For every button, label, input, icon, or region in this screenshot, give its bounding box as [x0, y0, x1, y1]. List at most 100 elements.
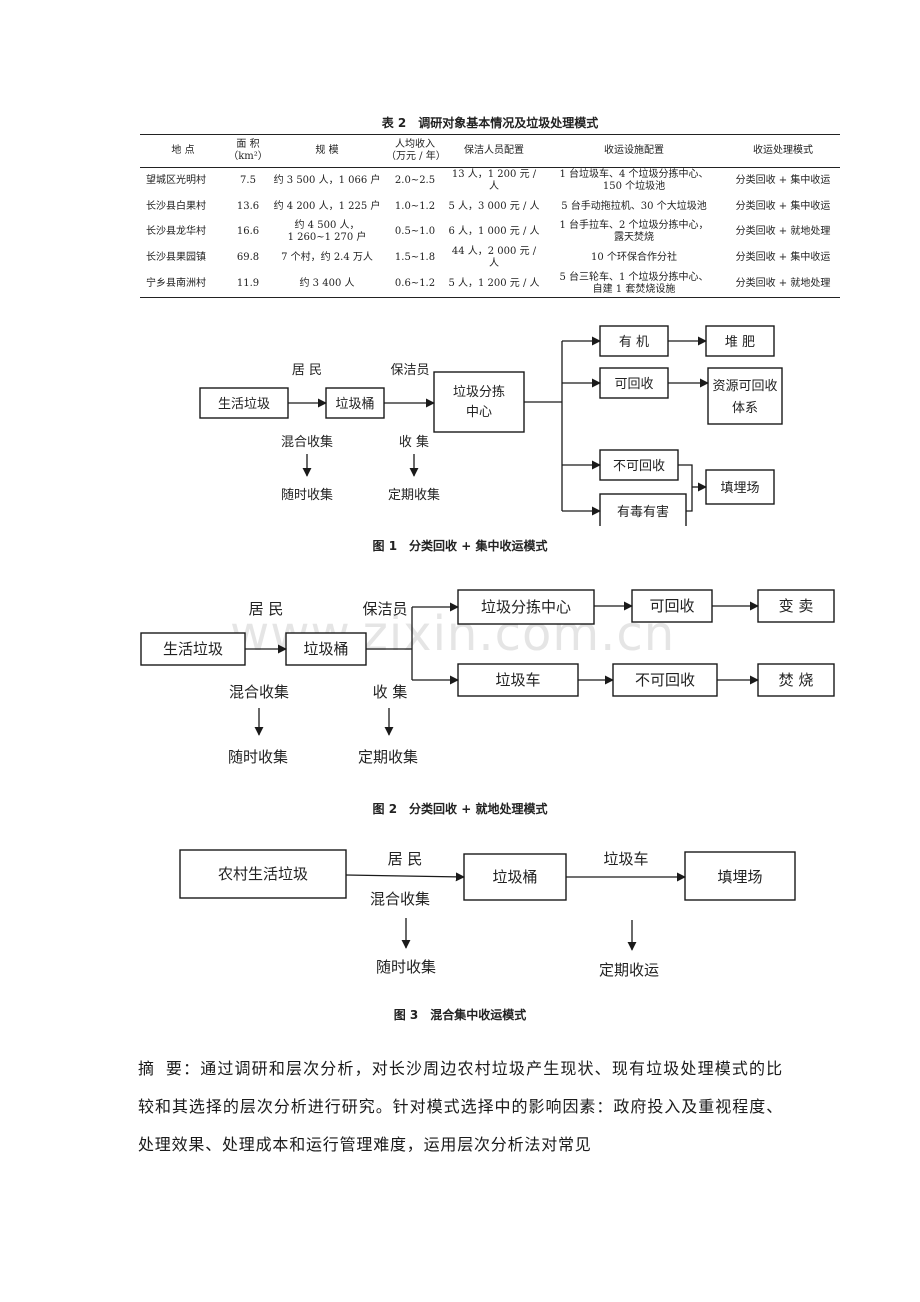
cell-area: 16.6	[236, 226, 260, 237]
cell-staff: 5 人，3 000 元 / 人	[448, 200, 540, 212]
col-header-income: 人均收入（万元 / 年）	[384, 134, 446, 168]
cell-facility: 5 台手动拖拉机、30 个大垃圾池	[561, 200, 707, 212]
col-header-location: 地 点	[140, 134, 226, 168]
fig1-collection-label: 收 集	[399, 434, 429, 450]
fig2-sorting-center-box	[457, 589, 595, 625]
fig1-recycle-system-label-1: 资源可回收	[712, 379, 777, 394]
fig2-mixed-collection-label: 混合收集	[229, 683, 289, 701]
fig2-non-recyclable-label: 不可回收	[635, 671, 695, 689]
cell-scale: 约 4 500 人，1 260~1 270 户	[287, 220, 367, 243]
fig1-non-recyclable-label: 不可回收	[613, 459, 665, 474]
fig2-sorting-center-label: 垃圾分拣中心	[481, 598, 571, 616]
fig2-sell-label: 变 卖	[779, 597, 814, 615]
fig1-recycle-system-label-2: 体系	[732, 401, 758, 416]
cell-staff: 44 人，2 000 元 / 人	[451, 246, 537, 269]
abstract-paragraph: 摘 要：通过调研和层次分析，对长沙周边农村垃圾产生现状、现有垃圾处理模式的比较和…	[138, 1059, 783, 1154]
cell-facility: 10 个环保合作分社	[591, 252, 677, 263]
fig1-non-recyclable-box	[599, 449, 679, 481]
fig1-residents-label: 居 民	[292, 363, 322, 378]
fig1-anytime-collection-label: 随时收集	[281, 487, 333, 503]
fig2-truck-label: 垃圾车	[495, 671, 540, 689]
table-row: 宁乡县南洲村 11.9 约 3 400 人 0.6~1.2 5 人，1 200 元 / …	[140, 271, 840, 298]
fig1-sorting-center-box	[433, 371, 525, 433]
fig1-household-waste-label: 生活垃圾	[218, 397, 270, 412]
cell-scale: 约 3 400 人	[299, 278, 355, 289]
fig3-residents-label: 居 民	[388, 850, 423, 868]
cell-location: 长沙县果园镇	[146, 252, 206, 263]
fig3-mixed-collection-label: 混合收集	[370, 890, 430, 908]
fig1-organic-box	[599, 325, 669, 357]
fig1-bin-label: 垃圾桶	[335, 397, 374, 412]
survey-table: 地 点 面 积（km²） 规 模 人均收入（万元 / 年） 保洁人员配置 收运设…	[140, 134, 840, 298]
fig2-recyclable-box	[631, 589, 713, 623]
fig1-mixed-collection-label: 混合收集	[281, 434, 333, 450]
figure-3-caption: 图 3 混合集中收运模式	[393, 1008, 527, 1022]
fig1-hazardous-label: 有毒有害	[617, 504, 669, 520]
fig2-scheduled-collection-label: 定期收集	[358, 748, 418, 766]
fig3-landfill-box	[684, 851, 796, 901]
fig3-scheduled-transport-label: 定期收运	[599, 961, 659, 979]
fig1-recyclable-label: 可回收	[614, 377, 653, 392]
fig2-non-recyclable-box	[612, 663, 718, 697]
figure-2-caption: 图 2 分类回收 + 就地处理模式	[372, 802, 548, 816]
fig3-truck-label: 垃圾车	[603, 850, 648, 868]
cell-staff: 5 人，1 200 元 / 人	[448, 278, 540, 289]
cell-area: 13.6	[236, 200, 260, 212]
col-header-facility: 收运设施配置	[542, 134, 726, 168]
cell-facility: 1 台手拉车、2 个垃圾分拣中心，露天焚烧	[559, 220, 709, 243]
cell-facility: 5 台三轮车、1 个垃圾分拣中心、自建 1 套焚烧设施	[559, 272, 709, 295]
cell-income: 0.5~1.0	[394, 226, 436, 237]
cell-income: 2.0~2.5	[394, 175, 436, 186]
fig1-organic-label: 有 机	[619, 335, 649, 350]
cell-scale: 7 个村，约 2.4 万人	[281, 252, 373, 263]
fig1-landfill-label: 填埋场	[720, 481, 759, 496]
cell-location: 宁乡县南洲村	[146, 278, 206, 289]
fig3-rural-waste-label: 农村生活垃圾	[218, 865, 308, 883]
fig1-compost-box	[705, 325, 775, 357]
fig1-join-line	[678, 464, 693, 512]
fig1-recycle-system-box	[707, 367, 783, 425]
fig1-sorting-center-label-2: 中心	[466, 405, 492, 420]
table-header-row: 地 点 面 积（km²） 规 模 人均收入（万元 / 年） 保洁人员配置 收运设…	[140, 134, 840, 168]
fig1-household-waste-box	[199, 387, 289, 419]
table-row: 长沙县龙华村 16.6 约 4 500 人，1 260~1 270 户 0.5~1.0…	[140, 219, 840, 245]
fig3-bin-box	[463, 853, 567, 901]
table-caption: 表 2 调研对象基本情况及垃圾处理模式	[381, 116, 599, 130]
cell-mode: 分类回收 + 集中收运	[735, 175, 831, 186]
fig2-anytime-collection-label: 随时收集	[228, 748, 288, 766]
figure-1-diagram: 生活垃圾 垃圾桶 垃圾分拣 中心 有 机 堆 肥 可回收 资源可回收 体系 不可…	[199, 325, 783, 526]
cell-staff: 13 人，1 200 元 / 人	[451, 169, 537, 192]
cell-location: 长沙县龙华村	[146, 226, 206, 237]
cell-location: 望城区光明村	[146, 175, 206, 186]
col-header-area: 面 积（km²）	[226, 134, 270, 168]
figure-1-caption: 图 1 分类回收 + 集中收运模式	[372, 539, 548, 553]
cell-income: 1.0~1.2	[394, 200, 436, 212]
fig2-household-waste-box	[140, 632, 246, 666]
figure-2-diagram: 生活垃圾 垃圾桶 垃圾分拣中心 可回收 变 卖 垃圾车 不可回收 焚 烧 居 民…	[140, 589, 835, 766]
cell-income: 1.5~1.8	[394, 252, 436, 263]
cell-location: 长沙县白果村	[146, 200, 206, 212]
fig2-bin-label: 垃圾桶	[303, 640, 348, 658]
cell-scale: 约 4 200 人，1 225 户	[273, 200, 381, 212]
fig3-rural-waste-box	[179, 849, 347, 899]
cell-area: 11.9	[236, 278, 260, 289]
fig2-household-waste-label: 生活垃圾	[163, 640, 223, 658]
fig1-cleaners-label: 保洁员	[390, 363, 429, 378]
fig2-recyclable-label: 可回收	[649, 597, 694, 615]
fig3-arrow-waste-to-bin	[345, 872, 465, 882]
fig2-truck-box	[457, 663, 579, 697]
fig2-burn-label: 焚 烧	[779, 671, 814, 689]
figure-3-diagram: 农村生活垃圾 垃圾桶 填埋场 居 民 混合收集 垃圾车 随时收集 定期收运	[179, 849, 796, 979]
fig1-bin-box	[325, 387, 385, 419]
cell-income: 0.6~1.2	[394, 278, 436, 289]
fig2-sell-box	[757, 589, 835, 623]
cell-area: 69.8	[236, 252, 260, 263]
cell-mode: 分类回收 + 集中收运	[735, 200, 831, 212]
fig1-recyclable-box	[599, 367, 669, 399]
cell-mode: 分类回收 + 集中收运	[735, 252, 831, 263]
col-header-scale: 规 模	[270, 134, 384, 168]
fig1-scheduled-collection-label: 定期收集	[388, 487, 440, 503]
cell-mode: 分类回收 + 就地处理	[735, 278, 831, 289]
col-header-staff: 保洁人员配置	[446, 134, 542, 168]
